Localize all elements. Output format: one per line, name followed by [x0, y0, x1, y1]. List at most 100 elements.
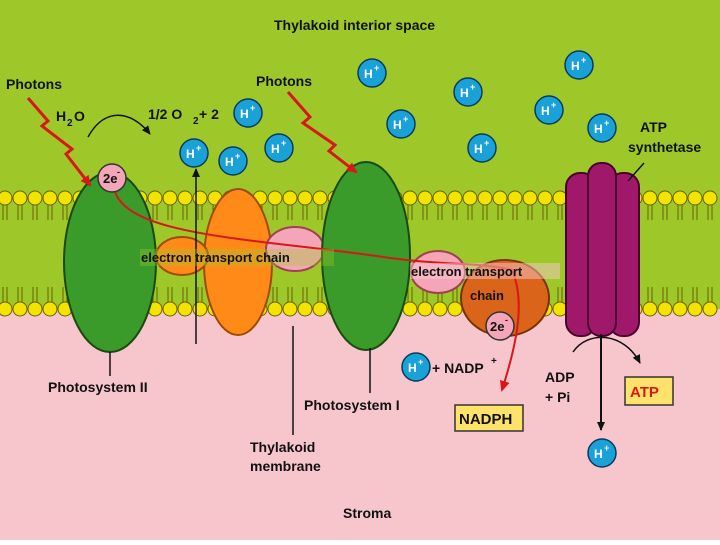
- h-ion-label: H: [541, 104, 550, 118]
- photons-label-left: Photons: [6, 76, 62, 92]
- water-split-arrow: [87, 114, 151, 138]
- lipid-head: [522, 190, 538, 206]
- lipid-head: [432, 301, 448, 317]
- lipid-head: [642, 190, 658, 206]
- lipid-head: [192, 190, 208, 206]
- lipid-head: [162, 190, 178, 206]
- lipid-head: [657, 301, 673, 317]
- ps2-label: Photosystem II: [48, 379, 148, 395]
- lipid-head: [402, 190, 418, 206]
- h-ion-icon: H+: [587, 438, 617, 468]
- h-ion-label: H: [594, 122, 603, 136]
- membrane-label-line1: Thylakoid: [250, 439, 315, 455]
- h-ion-charge: +: [470, 82, 475, 92]
- h-ion-label: H: [186, 147, 195, 161]
- stroma-label: Stroma: [343, 505, 391, 521]
- atp-box: [624, 376, 674, 406]
- lipid-head: [552, 190, 568, 206]
- h-ion-charge: +: [403, 114, 408, 124]
- h-ion-charge: +: [196, 143, 201, 153]
- etc2-label-bg: [410, 263, 560, 279]
- atp-synthase: [565, 162, 640, 337]
- svg-text:+ NADP: + NADP: [432, 360, 484, 376]
- lipid-head: [162, 301, 178, 317]
- svg-text:2e: 2e: [103, 171, 117, 186]
- h-ion-charge: +: [604, 443, 609, 453]
- nadp-label: + NADP +: [432, 356, 497, 376]
- h-ion-icon: H+: [467, 133, 497, 163]
- water-label: H 2 O: [56, 108, 85, 129]
- lipid-head: [462, 190, 478, 206]
- h-ion-label: H: [393, 118, 402, 132]
- h-ion-icon: H+: [218, 146, 248, 176]
- oxygen-label: 1/2 O 2 + 2: [148, 106, 219, 127]
- lipid-head: [672, 301, 688, 317]
- h-ion-charge: +: [374, 63, 379, 73]
- ps1-label: Photosystem I: [304, 397, 400, 413]
- lipid-head: [432, 190, 448, 206]
- photon-arrow-icon: [26, 97, 92, 187]
- h-ions: H+H+H+H+H+H+H+H+H+H+H+H+H+: [179, 50, 617, 468]
- svg-text:2e: 2e: [490, 319, 504, 334]
- h-ion-label: H: [364, 67, 373, 81]
- svg-text:2: 2: [67, 118, 73, 129]
- lipid-head: [0, 190, 13, 206]
- etc2-label-line1: electron transport: [411, 264, 523, 279]
- electron-pair-icon: 2e -: [97, 163, 127, 193]
- svg-text:2: 2: [193, 116, 199, 127]
- h-ion-icon: H+: [453, 77, 483, 107]
- lipid-head: [57, 190, 73, 206]
- lipid-head: [282, 190, 298, 206]
- lipid-head: [642, 301, 658, 317]
- lipid-head: [417, 301, 433, 317]
- svg-text:+: +: [491, 356, 497, 367]
- lipid-head: [27, 190, 43, 206]
- lipid-head: [477, 190, 493, 206]
- lipid-head: [402, 301, 418, 317]
- svg-text:1/2 O: 1/2 O: [148, 106, 182, 122]
- svg-text:O: O: [74, 108, 85, 124]
- h-ion-charge: +: [281, 138, 286, 148]
- nadph-label: NADPH: [459, 411, 512, 428]
- lipid-head: [492, 190, 508, 206]
- lipid-head: [147, 190, 163, 206]
- atp-label: ATP: [630, 384, 659, 401]
- h-ion-charge: +: [604, 118, 609, 128]
- lipid-head: [12, 190, 28, 206]
- lipid-head: [702, 301, 718, 317]
- etc1-label: electron transport chain: [141, 250, 290, 265]
- lipid-head: [417, 190, 433, 206]
- photosystem-i: [321, 161, 411, 351]
- lipid-head: [507, 190, 523, 206]
- lipid-head: [672, 190, 688, 206]
- lipid-head: [447, 301, 463, 317]
- lipid-head: [42, 301, 58, 317]
- atp-synthetase-label-line2: synthetase: [628, 139, 701, 155]
- h-ion-label: H: [271, 142, 280, 156]
- lipid-head: [702, 190, 718, 206]
- lipid-head: [687, 190, 703, 206]
- h-ion-label: H: [408, 361, 417, 375]
- etc1-label-bg: [140, 249, 334, 266]
- h-ion-charge: +: [250, 103, 255, 113]
- lipid-head: [447, 190, 463, 206]
- electron-pair-icon: 2e -: [485, 311, 515, 341]
- lipid-head: [192, 301, 208, 317]
- synthetase-pointer: [627, 162, 645, 182]
- h-ion-label: H: [225, 155, 234, 169]
- svg-text:-: -: [117, 167, 120, 177]
- lipid-head: [27, 301, 43, 317]
- h-ion-icon: H+: [386, 109, 416, 139]
- svg-text:H: H: [56, 108, 66, 124]
- lipid-head: [177, 301, 193, 317]
- h-ion-label: H: [571, 59, 580, 73]
- lipid-head: [297, 301, 313, 317]
- h-ion-label: H: [460, 86, 469, 100]
- lipid-head: [312, 190, 328, 206]
- lipid-head: [657, 190, 673, 206]
- adp-to-atp-arrow: [572, 336, 641, 364]
- electron-flow-path: [113, 187, 520, 392]
- h-ion-charge: +: [551, 100, 556, 110]
- h-ion-label: H: [594, 447, 603, 461]
